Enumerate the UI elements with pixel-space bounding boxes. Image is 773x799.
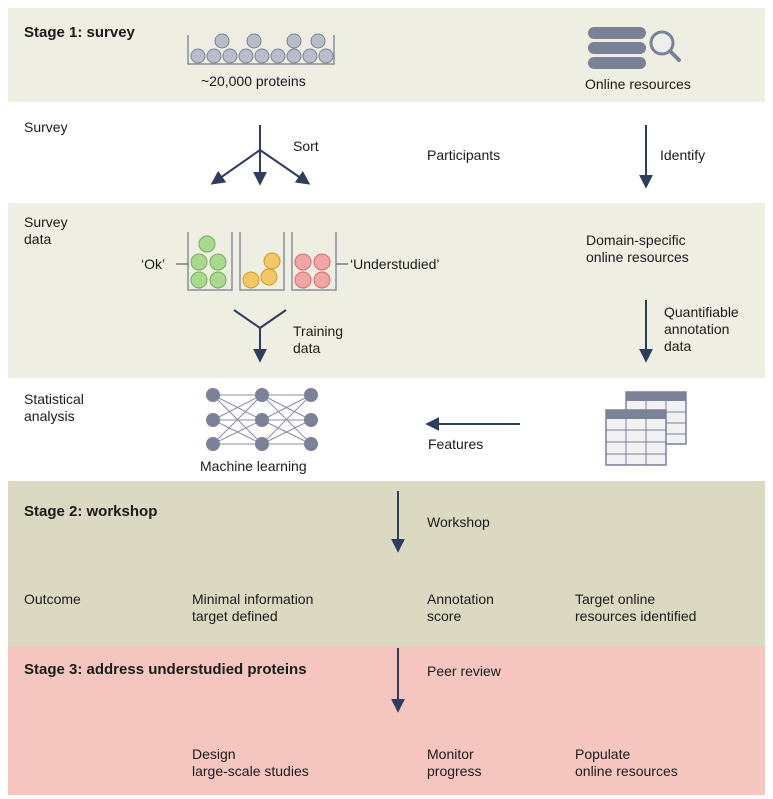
database-search-icon <box>588 27 681 69</box>
online-resources-label: Online resources <box>585 76 691 92</box>
stage1-heading: Stage 1: survey <box>24 24 135 41</box>
stage2-band <box>8 481 765 646</box>
table-stack-icon <box>605 391 687 466</box>
training-data-label: Training data <box>293 323 344 356</box>
participants-label: Participants <box>427 147 501 163</box>
action-design-studies: Design large-scale studies <box>192 746 309 779</box>
workshop-label: Workshop <box>427 514 490 530</box>
survey-data-label: Survey data <box>24 214 68 247</box>
stage3-heading: Stage 3: address understudied proteins <box>24 661 307 678</box>
outcome-annotation-score: Annotation score <box>427 591 494 624</box>
sort-arrows <box>210 125 311 186</box>
identify-label: Identify <box>660 147 706 163</box>
ok-label: ‘Ok’ <box>141 256 166 272</box>
peer-review-label: Peer review <box>427 663 501 679</box>
ok-bin <box>187 232 233 291</box>
outcome-minimal-information: Minimal information target defined <box>192 591 314 624</box>
stage1-band <box>8 8 765 102</box>
domain-resources-label: Domain-specific online resources <box>586 232 689 265</box>
understudied-bin <box>291 232 337 291</box>
action-monitor-progress: Monitor progress <box>427 746 482 779</box>
statistical-analysis-label: Statistical analysis <box>24 391 84 424</box>
stage3-band <box>8 646 765 795</box>
stage2-heading: Stage 2: workshop <box>24 503 158 520</box>
training-arrow <box>233 309 287 363</box>
survey-label: Survey <box>24 119 68 135</box>
features-label: Features <box>428 436 484 452</box>
quantifiable-label: Quantifiable annotation data <box>664 304 739 354</box>
machine-learning-label: Machine learning <box>200 458 307 474</box>
outcome-label: Outcome <box>24 591 81 607</box>
protein-bin-icon <box>187 33 335 65</box>
outcome-target-resources: Target online resources identified <box>575 591 697 624</box>
neural-network-icon <box>206 388 318 451</box>
survey-band <box>8 102 765 203</box>
action-populate-resources: Populate online resources <box>575 746 678 779</box>
proteins-label: ~20,000 proteins <box>201 73 306 89</box>
understudied-label: ‘Understudied’ <box>350 256 440 272</box>
survey-data-band <box>8 203 765 378</box>
sort-label: Sort <box>293 138 319 154</box>
middle-bin <box>239 232 285 291</box>
